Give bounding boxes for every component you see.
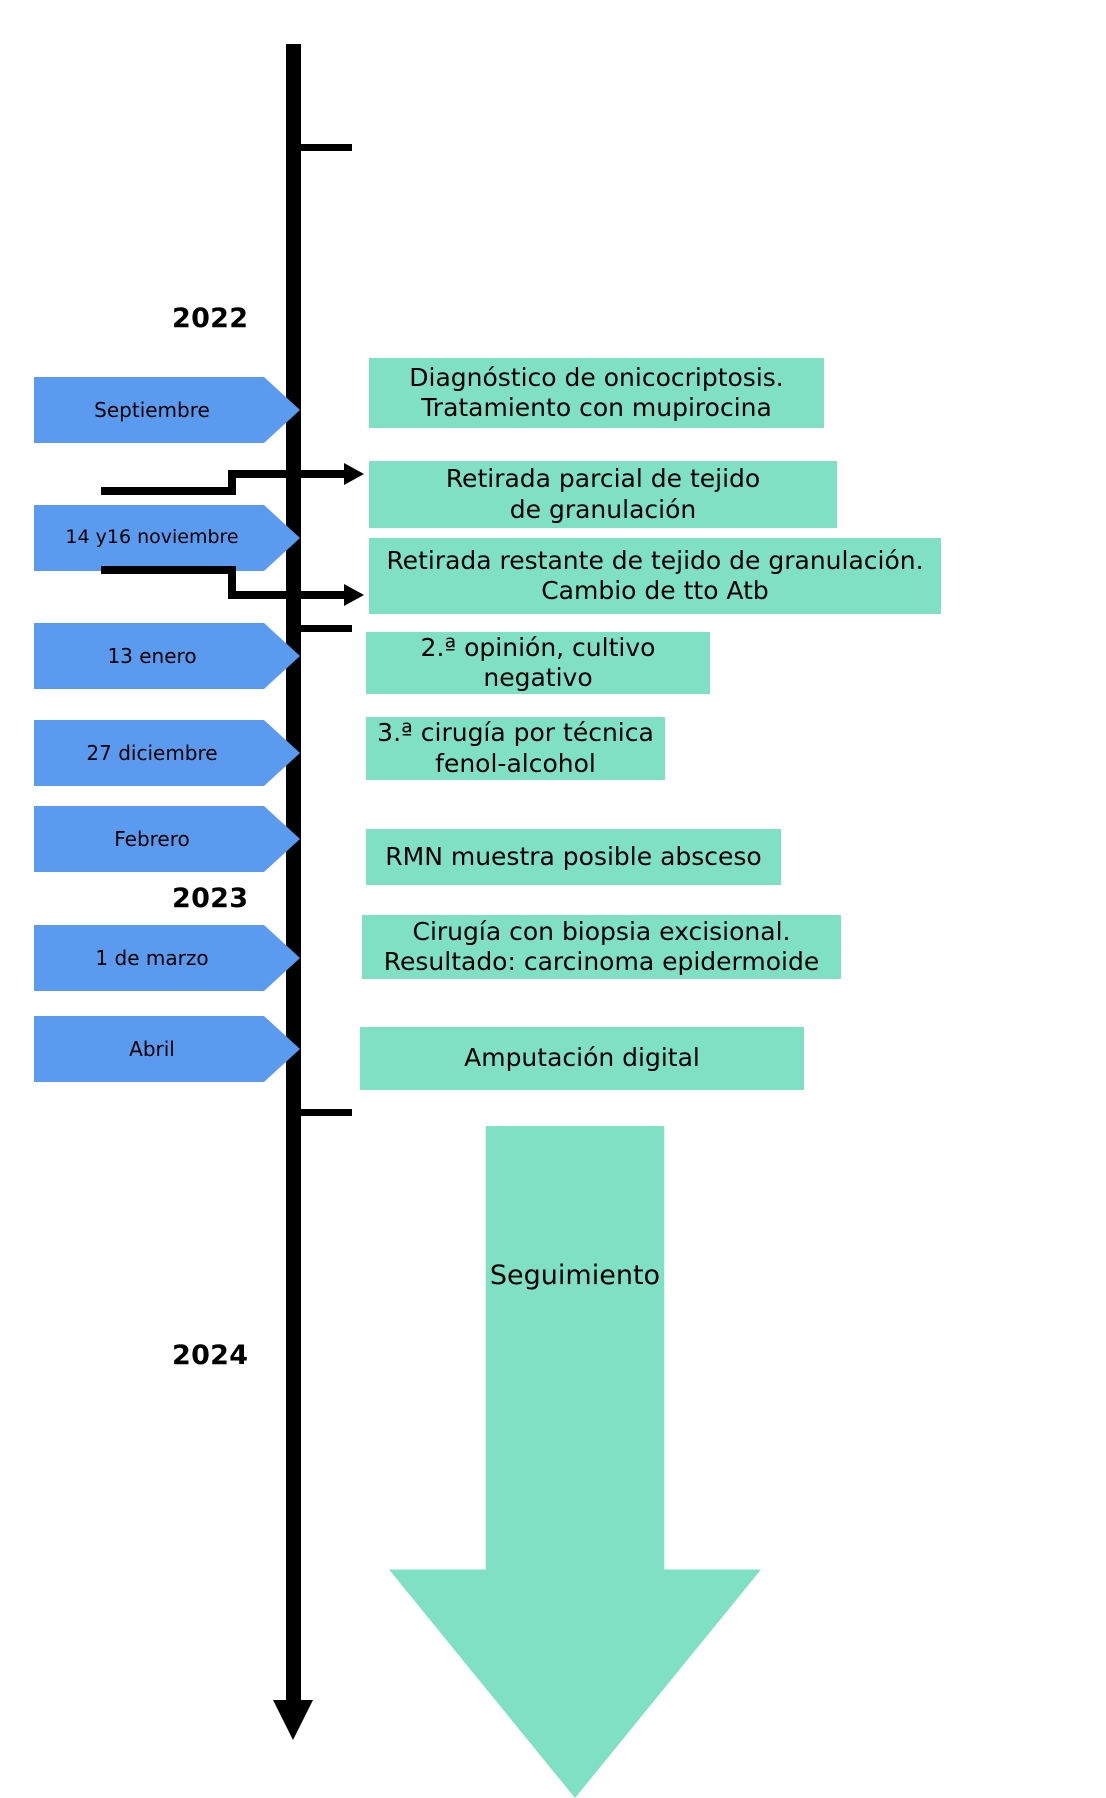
year-label-2024: 2024 [172,1340,249,1371]
axis-tick-enero [288,625,352,632]
event-box-amputacion: Amputación digital [360,1027,804,1090]
connector-noviembre-upper-horizontal-right [228,470,345,478]
event-box-tercera-cirugia: 3.ª cirugía por técnica fenol-alcohol [366,717,665,780]
timeline-axis [286,44,301,1704]
date-chevron-label: 27 diciembre [86,740,218,765]
axis-tick-abril [288,1109,352,1116]
connector-noviembre-lower-vertical [228,566,236,595]
event-box-retirada-parcial: Retirada parcial de tejido de granulació… [369,461,837,528]
date-chevron-noviembre[interactable]: 14 y16 noviembre [34,505,300,571]
event-box-segunda-opinion: 2.ª opinión, cultivo negativo [366,632,710,694]
connector-noviembre-lower-horizontal-right [228,591,345,599]
date-chevron-label: 13 enero [107,643,197,668]
connector-noviembre-upper-vertical [228,470,236,495]
event-box-rmn-absceso: RMN muestra posible absceso [366,829,781,885]
event-box-retirada-restante: Retirada restante de tejido de granulaci… [369,538,941,614]
date-chevron-marzo[interactable]: 1 de marzo [34,925,300,991]
date-chevron-abril[interactable]: Abril [34,1016,300,1082]
event-box-diagnostico: Diagnóstico de onicocriptosis. Tratamien… [369,358,824,428]
connector-noviembre-upper-arrowhead [344,463,364,485]
axis-tick-top [288,144,352,151]
followup-down-arrow [389,1126,761,1798]
connector-noviembre-lower-horizontal-left [101,566,236,574]
connector-noviembre-lower-arrowhead [344,584,364,606]
connector-noviembre-upper-horizontal-left [101,487,236,495]
date-chevron-label: Febrero [114,826,190,851]
followup-label: Seguimiento [489,1260,661,1291]
date-chevron-diciembre[interactable]: 27 diciembre [34,720,300,786]
date-chevron-label: Abril [129,1036,175,1061]
timeline-axis-arrowhead [273,1700,313,1740]
date-chevron-septiembre[interactable]: Septiembre [34,377,300,443]
year-label-2023: 2023 [172,883,249,914]
event-box-cirugia-biopsia: Cirugía con biopsia excisional. Resultad… [362,915,841,979]
date-chevron-label: Septiembre [94,397,210,422]
date-chevron-label: 1 de marzo [95,945,209,970]
date-chevron-febrero[interactable]: Febrero [34,806,300,872]
year-label-2022: 2022 [172,303,249,334]
date-chevron-label: 14 y16 noviembre [65,526,239,549]
date-chevron-enero[interactable]: 13 enero [34,623,300,689]
